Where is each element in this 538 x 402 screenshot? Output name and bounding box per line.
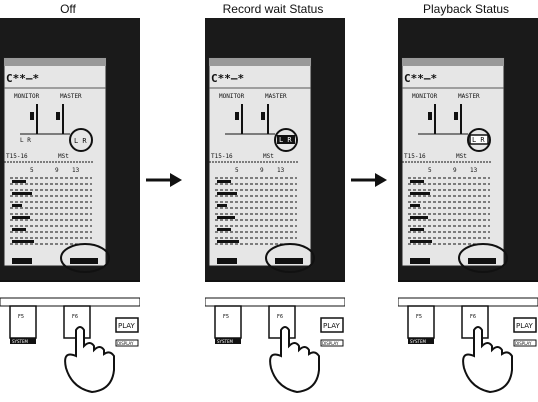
lcd-monitor-label: MONITOR	[219, 93, 245, 100]
device-edge	[0, 280, 140, 282]
display-key-label: DISPLAY	[322, 341, 339, 346]
pointing-hand-icon	[64, 326, 115, 394]
system-key-label: SYSTEM	[12, 339, 28, 344]
lcd-master-label: MASTER	[265, 93, 287, 100]
meter-mark-right	[56, 112, 60, 120]
display-label-box	[115, 339, 139, 347]
lcd-col-5: 5	[235, 167, 239, 174]
panel-playback: Playback Status C**—* MONITOR MASTER L R…	[397, 0, 538, 397]
lr-highlight-circle	[467, 128, 491, 152]
system-key-label: SYSTEM	[217, 339, 233, 344]
panel-illustration: C**—* MONITOR MASTER L R L R T15-16 MSt …	[0, 18, 141, 394]
meter-bar-right	[62, 104, 64, 134]
track-blocks	[12, 180, 34, 243]
f5-key	[9, 305, 37, 339]
lcd-monitor-label: MONITOR	[14, 93, 40, 100]
meter-bar-left	[36, 104, 38, 134]
panel-illustration: C**—* MONITOR MASTER L R T15-16 MSt 5 9 …	[204, 18, 346, 394]
right-arrow-icon	[146, 173, 182, 187]
button-strip	[0, 297, 141, 307]
meter-mark-left	[30, 112, 34, 120]
lcd-col-9: 9	[453, 167, 457, 174]
lcd-col-5: 5	[428, 167, 432, 174]
lcd-header: C**—*	[6, 72, 39, 85]
lcd-track-label-right: MSt	[263, 153, 274, 160]
lcd-softkey-right	[70, 258, 98, 264]
f5-key-label: F5	[18, 314, 24, 320]
right-arrow-icon	[351, 173, 387, 187]
lcd-col-13: 13	[470, 167, 478, 174]
lcd-monitor-label: MONITOR	[412, 93, 438, 100]
softkey-highlight-circle	[60, 243, 110, 273]
f5-key-label: F5	[416, 314, 422, 320]
lcd-header-band	[4, 58, 106, 66]
lr-highlight-circle	[274, 128, 298, 152]
track-grid	[10, 177, 92, 245]
lr-indicator-filled	[277, 135, 295, 144]
system-label-box	[10, 338, 36, 344]
lcd-header: C**—*	[211, 72, 244, 85]
f6-key-label: F6	[72, 314, 78, 320]
play-key-label: PLAY	[516, 322, 534, 330]
panel-title: Off	[60, 2, 76, 16]
display-key-label: DISPLAY	[515, 341, 532, 346]
lcd-meter-lr: L R	[472, 136, 485, 144]
lcd-track-label: T15-16	[6, 153, 28, 160]
panel-illustration: C**—* MONITOR MASTER L R T15-16 MSt 5 9 …	[397, 18, 538, 394]
pointing-hand-icon	[269, 326, 320, 394]
play-key	[115, 317, 139, 333]
panel-title: Record wait Status	[222, 2, 324, 16]
lcd-track-label-right: MSt	[456, 153, 467, 160]
lr-highlight-circle	[69, 128, 93, 152]
lcd-col-13: 13	[277, 167, 285, 174]
play-key-label: PLAY	[323, 322, 341, 330]
lcd-meter-lr-left: L R	[20, 137, 31, 144]
display-key-label: DISPLAY	[117, 341, 134, 346]
pointing-hand-icon	[462, 326, 513, 394]
panel-record-wait: Record wait Status C**—* MONITOR MASTER …	[204, 0, 346, 397]
f6-key-label: F6	[277, 314, 283, 320]
lcd-col-9: 9	[55, 167, 59, 174]
lcd-header: C**—*	[404, 72, 437, 85]
panel-title: Playback Status	[422, 2, 510, 16]
lcd-meter-lr: L R	[74, 137, 87, 145]
lcd-softkey-left	[12, 258, 32, 264]
system-key-label: SYSTEM	[410, 339, 426, 344]
lcd-master-label: MASTER	[60, 93, 82, 100]
lcd-col-9: 9	[260, 167, 264, 174]
f5-key-label: F5	[223, 314, 229, 320]
lcd-meter-lr: L R	[279, 136, 292, 144]
lcd-track-label-right: MSt	[58, 153, 69, 160]
lcd-col-13: 13	[72, 167, 80, 174]
f6-key-label: F6	[470, 314, 476, 320]
lcd-master-label: MASTER	[458, 93, 480, 100]
panel-off: Off C**—* MONITOR MASTER L R L R T15-16 …	[0, 0, 141, 397]
lcd-track-label: T15-16	[211, 153, 233, 160]
play-key-label: PLAY	[118, 322, 136, 330]
lcd-track-label: T15-16	[404, 153, 426, 160]
lcd-col-5: 5	[30, 167, 34, 174]
lr-indicator-outlined	[469, 134, 489, 145]
